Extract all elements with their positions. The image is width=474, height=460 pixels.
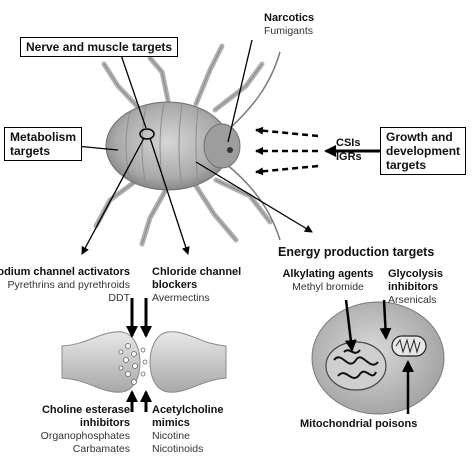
insect-leg-outlines bbox=[95, 45, 271, 245]
sodium-channel-group: Sodium channel activators Pyrethrins and… bbox=[0, 266, 130, 305]
synapse-illustration bbox=[61, 331, 227, 393]
alkylating-title: Alkylating agents bbox=[282, 268, 374, 280]
choline-item-1: Organophosphates bbox=[40, 430, 130, 442]
mitochondrion-cristae bbox=[395, 338, 421, 354]
alkylating-item-1: Methyl bromide bbox=[292, 281, 364, 293]
synapse-arrows bbox=[126, 298, 152, 412]
growth-line-3: targets bbox=[386, 158, 427, 172]
arrow-to-energy bbox=[195, 161, 313, 233]
csis-label: CSIs bbox=[336, 137, 361, 149]
alkylating-agents-group: Alkylating agents Methyl bromide bbox=[276, 268, 380, 294]
chloride-title-line-2: blockers bbox=[152, 279, 198, 291]
energy-production-targets-label: Energy production targets bbox=[278, 245, 435, 259]
choline-title-line-1: Choline esterase bbox=[41, 404, 130, 416]
acetyl-item-1: Nicotine bbox=[152, 430, 190, 442]
presynaptic-terminal bbox=[61, 331, 141, 393]
growth-line-2: development bbox=[386, 144, 461, 158]
csis-igrs-group: CSIs IGRs bbox=[336, 136, 362, 164]
arrow-to-sodium bbox=[81, 137, 145, 255]
insect-eye bbox=[227, 147, 233, 153]
metabolism-targets-label: Metabolism targets bbox=[4, 127, 83, 161]
acetyl-title-line-1: Acetylcholine bbox=[152, 404, 224, 416]
arrow-to-chloride bbox=[149, 137, 190, 255]
insect-segments bbox=[125, 102, 199, 190]
metabolism-pointer-line bbox=[75, 145, 119, 151]
narcotics-group: Narcotics Fumigants bbox=[264, 12, 314, 38]
choline-esterase-group: Choline esterase inhibitors Organophosph… bbox=[41, 404, 130, 456]
glycolysis-title-line-2: inhibitors bbox=[388, 281, 439, 293]
glycolysis-title-line-1: Glycolysis bbox=[388, 268, 444, 280]
energy-arrows bbox=[344, 299, 414, 414]
chloride-title-line-1: Chloride channel bbox=[152, 266, 242, 278]
narcotics-label: Narcotics bbox=[264, 12, 315, 24]
postsynaptic-terminal bbox=[149, 331, 227, 393]
dashed-arrows bbox=[255, 126, 319, 176]
growth-line-1: Growth and bbox=[386, 130, 453, 144]
metabolism-line-2: targets bbox=[10, 144, 51, 158]
narcotics-pointer-line bbox=[227, 39, 253, 143]
mitochondrial-poisons-label: Mitochondrial poisons bbox=[300, 418, 418, 430]
synaptic-vesicles bbox=[118, 343, 148, 385]
insect-head bbox=[203, 123, 241, 169]
growth-development-targets-label: Growth and development targets bbox=[380, 127, 467, 175]
cell-nucleus bbox=[325, 341, 387, 391]
choline-item-2: Carbamates bbox=[72, 443, 130, 455]
choline-title-line-2: inhibitors bbox=[79, 417, 130, 429]
glycolysis-inhibitors-group: Glycolysis inhibitors Arsenicals bbox=[388, 268, 443, 307]
chloride-item-1: Avermectins bbox=[152, 292, 210, 304]
acetyl-item-2: Nicotinoids bbox=[152, 443, 204, 455]
glycolysis-item-1: Arsenicals bbox=[388, 294, 437, 306]
chloride-channel-group: Chloride channel blockers Avermectins bbox=[152, 266, 241, 305]
insect-illustration bbox=[93, 43, 281, 247]
igrs-label: IGRs bbox=[336, 151, 362, 163]
fumigants-label: Fumigants bbox=[264, 25, 314, 37]
pointer-lines bbox=[75, 39, 313, 255]
insect-antenna bbox=[227, 51, 281, 131]
acetylcholine-mimics-group: Acetylcholine mimics Nicotine Nicotinoid… bbox=[152, 404, 224, 456]
cell-illustration bbox=[311, 301, 445, 415]
nerve-muscle-targets-label: Nerve and muscle targets bbox=[20, 37, 179, 57]
sodium-item-1: Pyrethrins and pyrethroids bbox=[7, 279, 130, 291]
sodium-channel-title: Sodium channel activators bbox=[0, 266, 130, 278]
nerve-pointer-line bbox=[119, 51, 147, 129]
metabolism-line-1: Metabolism bbox=[10, 130, 77, 144]
nerve-target-marker bbox=[139, 128, 155, 140]
sodium-item-2: DDT bbox=[108, 292, 130, 304]
acetyl-title-line-2: mimics bbox=[152, 417, 190, 429]
